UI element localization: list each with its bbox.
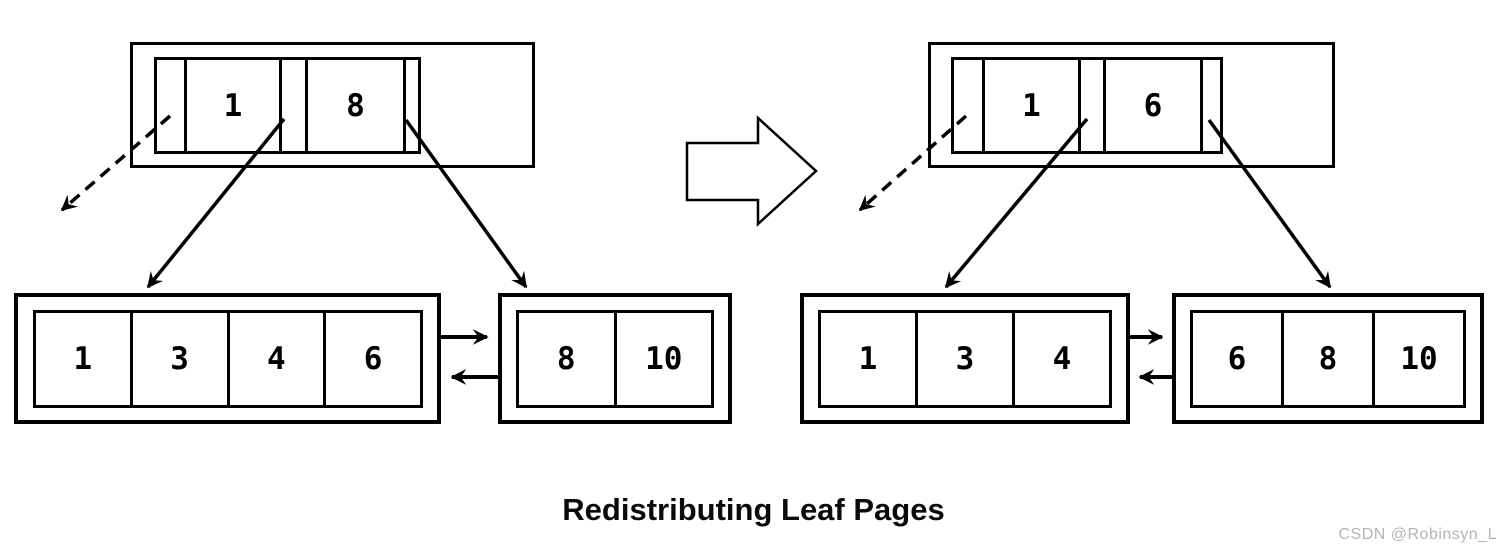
pointer-cell <box>403 60 418 151</box>
leaf-cell: 6 <box>323 313 420 405</box>
leaf-cells: 1 3 4 6 <box>33 310 423 408</box>
leaf-cell: 3 <box>129 313 227 405</box>
leaf-cell: 4 <box>1012 313 1109 405</box>
pointer-cell <box>279 60 305 151</box>
transition-arrow-icon <box>685 115 818 227</box>
root-cells-before: 1 8 <box>154 57 421 154</box>
leaf-cell: 10 <box>613 313 712 405</box>
leaf-cell: 8 <box>556 341 576 377</box>
leaf-cells: 1 3 4 <box>818 310 1112 408</box>
leaf-cells: 8 10 <box>516 310 714 408</box>
root-cells-after: 1 6 <box>951 57 1223 154</box>
pointer-cell <box>1200 60 1220 151</box>
key-cell: 8 <box>305 60 403 151</box>
key-cell: 6 <box>1103 60 1200 151</box>
pointer-cell <box>1078 60 1103 151</box>
leaf-cell: 10 <box>1372 313 1463 405</box>
key-cell: 1 <box>982 60 1078 151</box>
leaf-cell: 6 <box>1227 341 1247 377</box>
pointer-cell <box>157 60 184 151</box>
leaf-cells: 6 8 10 <box>1190 310 1466 408</box>
caption: Redistributing Leaf Pages <box>562 492 945 527</box>
leaf-cell: 1 <box>73 341 93 377</box>
watermark: CSDN @Robinsyn_L <box>1338 526 1497 543</box>
leaf-cell: 8 <box>1281 313 1372 405</box>
key-cell: 1 <box>184 60 279 151</box>
leaf-cell: 4 <box>226 313 324 405</box>
leaf-cell: 3 <box>915 313 1012 405</box>
pointer-cell <box>954 60 982 151</box>
leaf-cell: 1 <box>858 341 878 377</box>
